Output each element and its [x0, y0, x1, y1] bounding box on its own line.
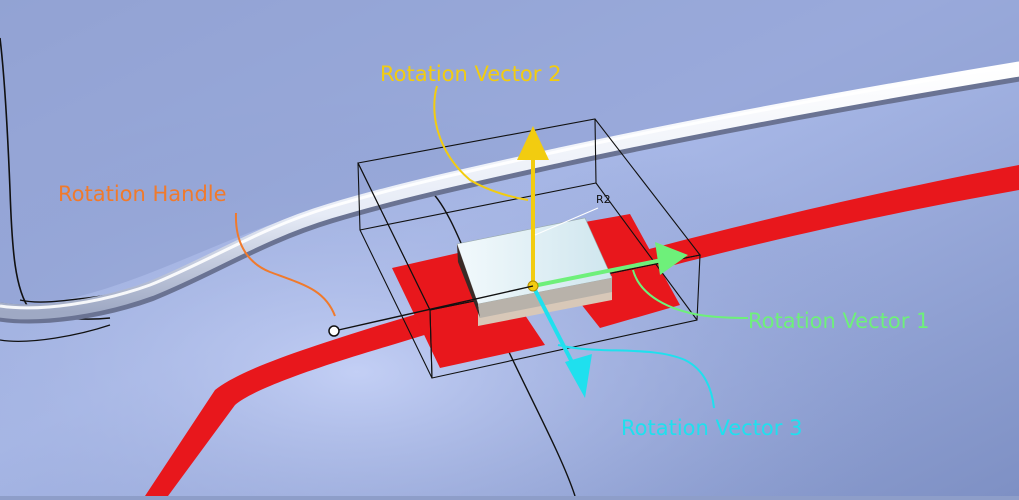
refdes-label: R2: [596, 193, 611, 206]
rotation-vector-2-arrowhead[interactable]: [517, 126, 549, 160]
rotation-vector-3-arrowhead[interactable]: [565, 354, 592, 398]
resistor-side: [478, 278, 612, 318]
rotation-vector-3-leader: [557, 344, 715, 409]
rotation-vector-1-shaft[interactable]: [532, 258, 663, 288]
rotation-vector-2-label: Rotation Vector 2: [380, 62, 561, 86]
rotation-vector-3-shaft[interactable]: [531, 285, 577, 369]
tube-highlight: [0, 63, 1019, 310]
rotation-vector-3-label: Rotation Vector 3: [621, 416, 802, 440]
upper-surface: [0, 0, 1019, 310]
rotation-handle-arm: [333, 285, 534, 332]
rotation-handle-label: Rotation Handle: [58, 182, 227, 206]
rotation-vector-1-arrowhead[interactable]: [655, 242, 688, 275]
rotation-vector-2-leader: [433, 85, 529, 201]
fillet-tube: [0, 61, 1019, 320]
red-trace: [145, 165, 1019, 496]
component-bounding-box: [357, 118, 701, 379]
rotation-vector-1-label: Rotation Vector 1: [748, 309, 929, 333]
handle-dot-icon[interactable]: [328, 325, 340, 337]
pad-left: [392, 248, 545, 368]
lower-edge-outline: [0, 324, 111, 342]
refdes-leader: [534, 207, 599, 236]
rotation-handle-leader: [234, 212, 336, 317]
rotation-vector-1-leader: [632, 269, 749, 319]
